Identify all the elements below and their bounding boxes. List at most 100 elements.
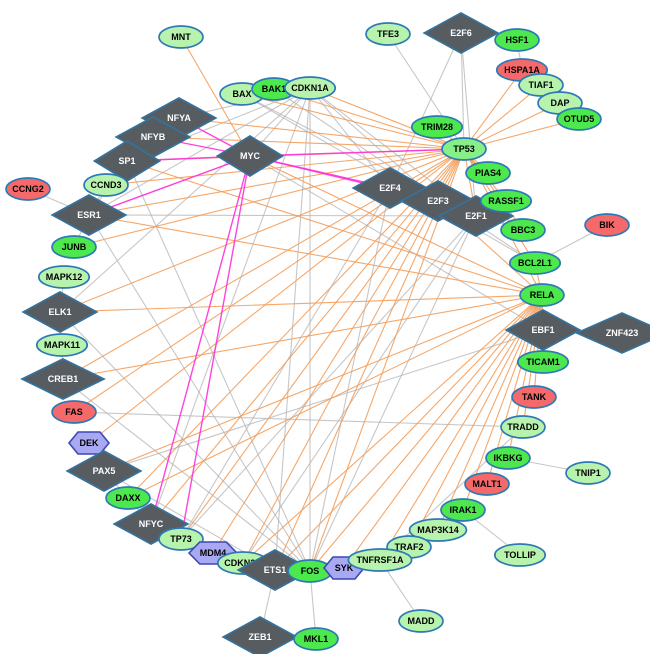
ellipse-shape bbox=[105, 486, 151, 510]
node-TANK[interactable]: TANK bbox=[511, 385, 557, 409]
node-PAX5[interactable]: PAX5 bbox=[65, 450, 143, 492]
node-TP53[interactable]: TP53 bbox=[441, 137, 487, 161]
diamond-shape bbox=[65, 450, 143, 492]
edge-RELA-FOS bbox=[309, 294, 543, 572]
edge-E2F6-E2F4 bbox=[389, 32, 462, 189]
diamond-shape bbox=[21, 291, 99, 333]
ellipse-shape bbox=[440, 498, 486, 522]
edge-RELA-TNFRSF1A bbox=[379, 294, 543, 561]
node-FOS[interactable]: FOS bbox=[287, 559, 333, 583]
node-MKL1[interactable]: MKL1 bbox=[293, 627, 339, 651]
ellipse-shape bbox=[479, 189, 533, 213]
node-MALT1[interactable]: MALT1 bbox=[464, 472, 510, 496]
ellipse-shape bbox=[441, 137, 487, 161]
node-TFE3[interactable]: TFE3 bbox=[365, 22, 411, 46]
ellipse-shape bbox=[408, 518, 468, 542]
diamond-shape bbox=[221, 616, 299, 654]
ellipse-shape bbox=[51, 235, 97, 259]
node-MAPK11[interactable]: MAPK11 bbox=[35, 333, 89, 357]
node-CCND3[interactable]: CCND3 bbox=[83, 173, 129, 197]
edge-FOS-SP1 bbox=[126, 160, 311, 572]
diamond-shape bbox=[50, 194, 128, 236]
ellipse-shape bbox=[584, 213, 630, 237]
node-MNT[interactable]: MNT bbox=[158, 25, 204, 49]
ellipse-shape bbox=[5, 177, 51, 201]
edge-E2F1-CDKN2A bbox=[242, 215, 477, 564]
node-HSF1[interactable]: HSF1 bbox=[494, 28, 540, 52]
ellipse-shape bbox=[518, 73, 564, 97]
edge-RELA-ELK1 bbox=[59, 294, 543, 313]
edge-TP53-NFYA bbox=[178, 117, 465, 150]
node-IRAK1[interactable]: IRAK1 bbox=[440, 498, 486, 522]
node-ESR1[interactable]: ESR1 bbox=[50, 194, 128, 236]
diamond-shape bbox=[20, 358, 106, 400]
node-ELK1[interactable]: ELK1 bbox=[21, 291, 99, 333]
node-PIAS4[interactable]: PIAS4 bbox=[465, 161, 511, 185]
node-MAPK12[interactable]: MAPK12 bbox=[37, 265, 91, 289]
node-DAXX[interactable]: DAXX bbox=[105, 486, 151, 510]
node-TNFRSF1A[interactable]: TNFRSF1A bbox=[347, 548, 413, 572]
ellipse-shape bbox=[83, 173, 129, 197]
node-OTUD5[interactable]: OTUD5 bbox=[556, 107, 602, 131]
node-TNIP1[interactable]: TNIP1 bbox=[565, 461, 611, 485]
ellipse-shape bbox=[51, 400, 97, 424]
edge-MYC-NFYC bbox=[150, 155, 251, 525]
ellipse-shape bbox=[287, 559, 333, 583]
node-TOLLIP[interactable]: TOLLIP bbox=[493, 543, 547, 567]
edge-TP53-TIAF1 bbox=[463, 84, 542, 150]
ellipse-shape bbox=[556, 107, 602, 131]
node-CREB1[interactable]: CREB1 bbox=[20, 358, 106, 400]
node-IKBKG[interactable]: IKBKG bbox=[485, 446, 531, 470]
edge-TP53-JUNB bbox=[73, 148, 465, 248]
edge-FOS-E2F1 bbox=[309, 215, 477, 572]
edge-TP53-CDKN2A bbox=[242, 148, 465, 564]
node-TRIM28[interactable]: TRIM28 bbox=[410, 115, 464, 139]
node-BBC3[interactable]: BBC3 bbox=[500, 218, 546, 242]
node-E2F6[interactable]: E2F6 bbox=[422, 12, 500, 54]
edge-RELA-ESR1 bbox=[88, 214, 543, 296]
diamond-shape bbox=[422, 12, 500, 54]
node-JUNB[interactable]: JUNB bbox=[51, 235, 97, 259]
node-FAS[interactable]: FAS bbox=[51, 400, 97, 424]
ellipse-shape bbox=[500, 218, 546, 242]
edge-TP53-ETS1 bbox=[274, 148, 465, 571]
edge-EBF1-MYC bbox=[249, 155, 544, 331]
edge-RELA-CREB1 bbox=[62, 294, 543, 380]
ellipse-shape bbox=[485, 446, 531, 470]
edge-MNT-MYC bbox=[180, 36, 251, 157]
ellipse-shape bbox=[37, 265, 91, 289]
edge-RELA-SYK bbox=[343, 294, 543, 569]
node-EBF1[interactable]: EBF1 bbox=[504, 309, 582, 351]
edge-RELA-ETS1 bbox=[274, 294, 543, 571]
ellipse-shape bbox=[365, 22, 411, 46]
edge-MYC-ESR1 bbox=[88, 155, 251, 216]
node-ZEB1[interactable]: ZEB1 bbox=[221, 616, 299, 654]
edge-FOS-ESR1 bbox=[88, 214, 311, 572]
edge-E2F6-E2F1 bbox=[460, 32, 477, 217]
edge-TP53-DAXX bbox=[127, 148, 465, 499]
edge-TP53-TP73 bbox=[180, 148, 465, 540]
node-ZNF423[interactable]: ZNF423 bbox=[574, 312, 650, 354]
edge-RELA-DAXX bbox=[127, 294, 543, 499]
node-BCL2L1[interactable]: BCL2L1 bbox=[508, 251, 562, 275]
ellipse-shape bbox=[398, 609, 444, 633]
node-TRADD[interactable]: TRADD bbox=[500, 415, 546, 439]
node-CDKN1A[interactable]: CDKN1A bbox=[283, 76, 337, 100]
node-BIK[interactable]: BIK bbox=[584, 213, 630, 237]
node-RASSF1[interactable]: RASSF1 bbox=[479, 189, 533, 213]
edge-RELA-PAX5 bbox=[103, 294, 543, 472]
node-RELA[interactable]: RELA bbox=[519, 283, 565, 307]
node-CCNG2[interactable]: CCNG2 bbox=[5, 177, 51, 201]
ellipse-shape bbox=[158, 527, 204, 551]
ellipse-shape bbox=[158, 25, 204, 49]
ellipse-shape bbox=[519, 283, 565, 307]
ellipse-shape bbox=[410, 115, 464, 139]
edge-ESR1-E2F1 bbox=[88, 214, 477, 217]
node-MADD[interactable]: MADD bbox=[398, 609, 444, 633]
edge-E2F1-TP73 bbox=[180, 215, 477, 540]
diamond-shape bbox=[215, 135, 285, 177]
node-TICAM1[interactable]: TICAM1 bbox=[516, 350, 570, 374]
ellipse-shape bbox=[511, 385, 557, 409]
